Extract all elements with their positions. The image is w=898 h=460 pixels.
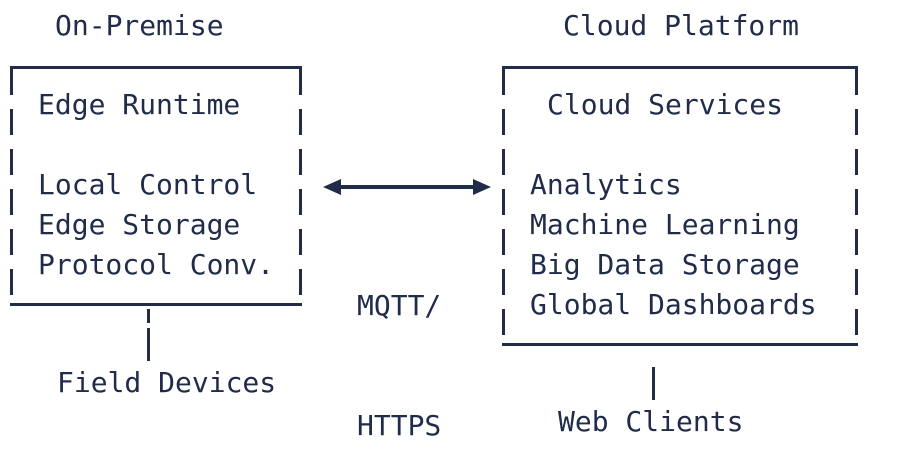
- cloud-platform-title: Cloud Platform: [563, 9, 800, 42]
- web-clients-connector-segment: [652, 367, 655, 400]
- on-premise-box: Edge Runtime Local Control Edge Storage …: [10, 66, 302, 306]
- protocol-line-1: MQTT/: [357, 289, 442, 322]
- field-devices-label: Field Devices: [57, 366, 277, 399]
- edge-runtime-heading: Edge Runtime: [38, 88, 241, 121]
- protocol-conv-item: Protocol Conv.: [38, 248, 275, 281]
- field-devices-connector-segment: [147, 328, 150, 361]
- cloud-platform-box: Cloud Services Analytics Machine Learnin…: [502, 66, 858, 346]
- protocol-line-2: HTTPS: [357, 409, 442, 442]
- web-clients-label: Web Clients: [558, 405, 744, 438]
- spacer-line: [530, 125, 858, 165]
- field-devices-connector-segment: [147, 309, 150, 323]
- machine-learning-item: Machine Learning: [530, 208, 800, 241]
- local-control-item: Local Control: [38, 168, 258, 201]
- on-premise-title: On-Premise: [55, 9, 224, 42]
- spacer-line: [38, 125, 302, 165]
- global-dashboards-item: Global Dashboards: [530, 288, 817, 321]
- cloud-services-heading: Cloud Services: [547, 88, 784, 121]
- protocol-label: MQTT/ HTTPS: [357, 206, 441, 460]
- edge-storage-item: Edge Storage: [38, 208, 241, 241]
- analytics-item: Analytics: [530, 168, 682, 201]
- bidirectional-arrow-icon: [323, 179, 491, 195]
- big-data-storage-item: Big Data Storage: [530, 248, 800, 281]
